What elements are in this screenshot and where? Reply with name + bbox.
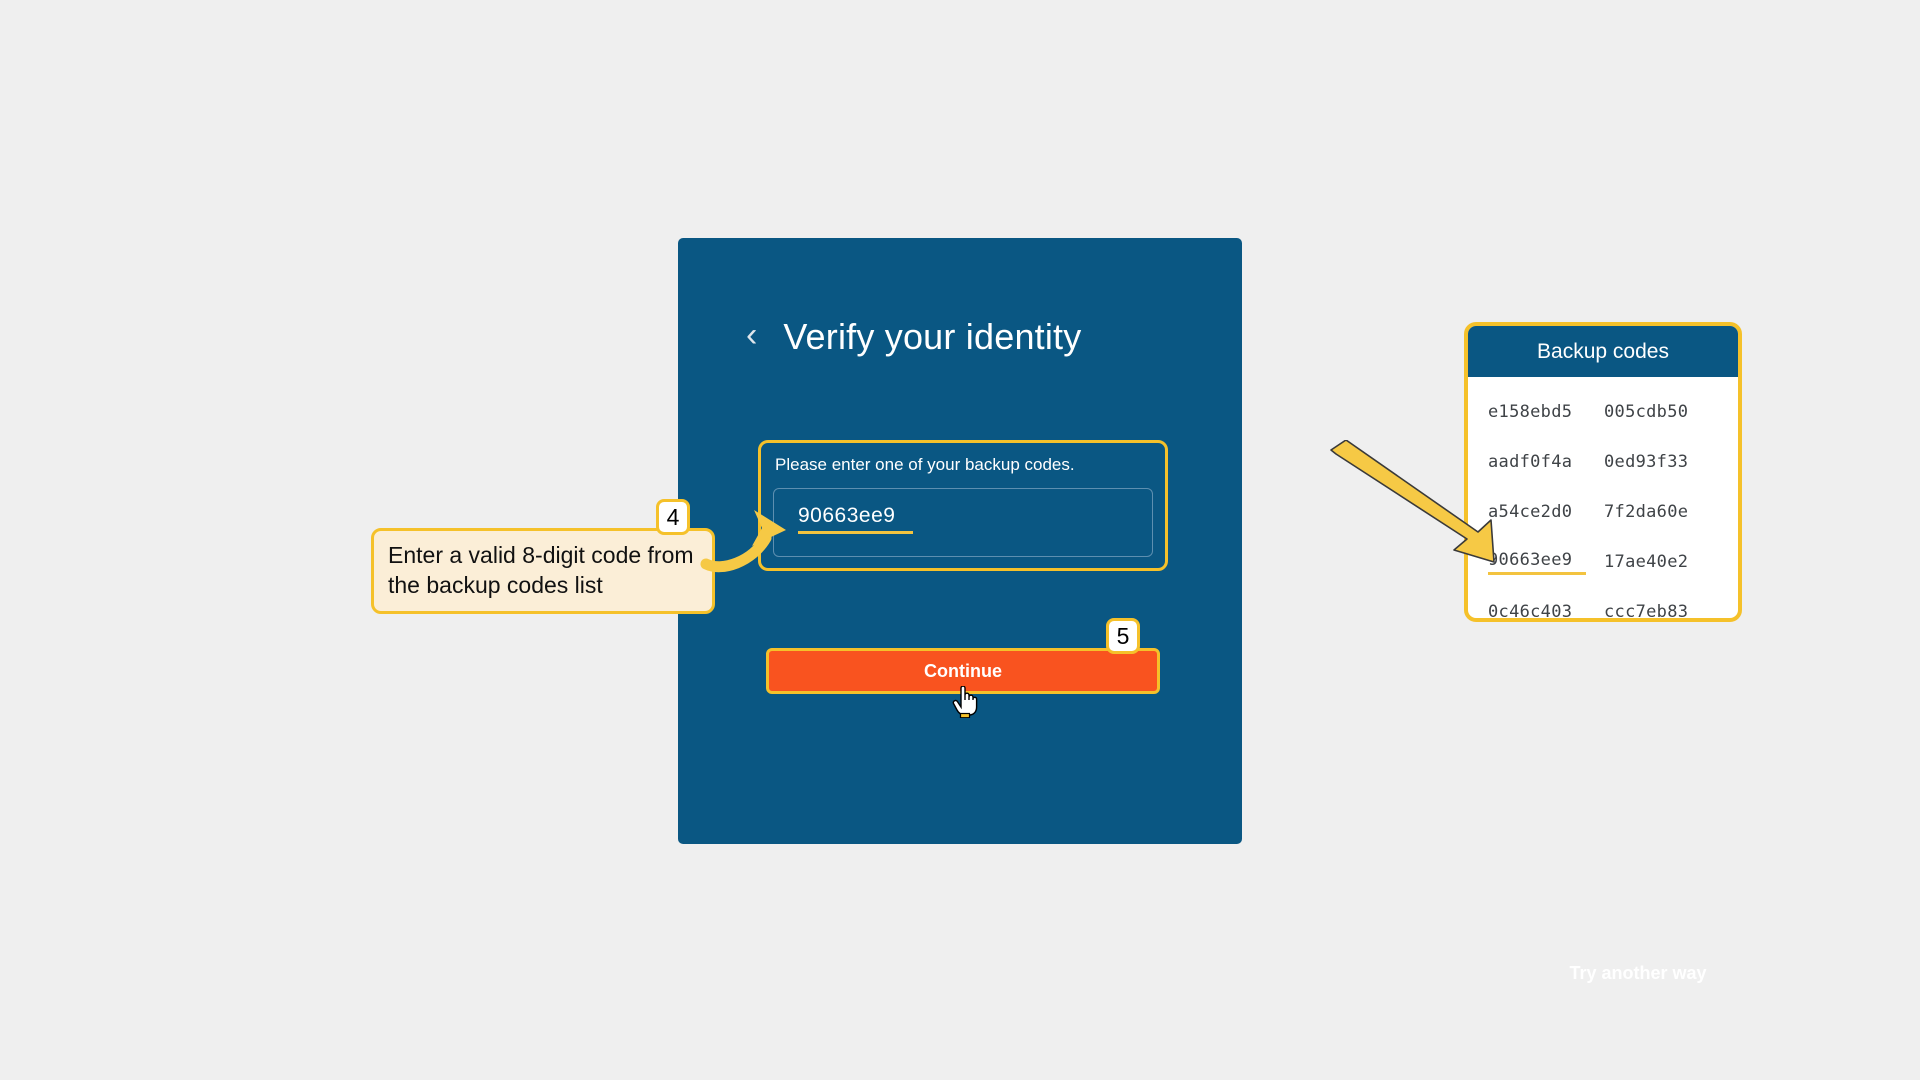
backup-code-row: aadf0f4a 0ed93f33 (1468, 437, 1738, 487)
backup-code-left: 0c46c403 (1488, 602, 1573, 622)
step-badge-4: 4 (656, 499, 690, 535)
prompt-label: Please enter one of your backup codes. (775, 455, 1075, 474)
backup-code-right: ccc7eb83 (1604, 602, 1689, 622)
backup-code-input-wrapper[interactable]: 90663ee9 (773, 488, 1153, 557)
backup-codes-title: Backup codes (1537, 339, 1669, 363)
backup-codes-list: e158ebd5 005cdb50 aadf0f4a 0ed93f33 a54c… (1468, 377, 1738, 622)
try-another-way-link[interactable]: Try another way (1569, 963, 1707, 983)
backup-codes-header: Backup codes (1468, 326, 1738, 377)
backup-code-right: 7f2da60e (1604, 502, 1689, 522)
backup-code-left: aadf0f4a (1488, 452, 1573, 472)
backup-code-right: 17ae40e2 (1604, 552, 1689, 572)
card-header: ‹ Verify your identity (746, 316, 1081, 358)
backup-code-left: a54ce2d0 (1488, 502, 1573, 522)
backup-code-left: e158ebd5 (1488, 402, 1573, 422)
backup-codes-panel: Backup codes e158ebd5 005cdb50 aadf0f4a … (1464, 322, 1742, 622)
callout-tooltip-step-4: Enter a valid 8-digit code from the back… (371, 528, 715, 614)
continue-button-label: Continue (924, 660, 1002, 681)
backup-code-left-highlighted: 90663ee9 (1488, 550, 1587, 575)
backup-code-right: 0ed93f33 (1604, 452, 1689, 472)
backup-code-prompt-block: Please enter one of your backup codes. 9… (758, 440, 1168, 571)
backup-code-right: 005cdb50 (1604, 402, 1689, 422)
page-title: Verify your identity (783, 316, 1082, 357)
backup-code-row-highlighted: 90663ee9 17ae40e2 (1468, 537, 1738, 587)
back-chevron-icon[interactable]: ‹ (746, 316, 758, 354)
continue-button[interactable]: Continue (766, 648, 1160, 694)
callout-tooltip-text: Enter a valid 8-digit code from the back… (388, 542, 694, 598)
step-badge-5: 5 (1106, 618, 1140, 654)
backup-code-row: a54ce2d0 7f2da60e (1468, 487, 1738, 537)
backup-code-input[interactable]: 90663ee9 (798, 504, 914, 534)
backup-code-row: e158ebd5 005cdb50 (1468, 387, 1738, 437)
backup-code-row: 0c46c403 ccc7eb83 (1468, 587, 1738, 622)
